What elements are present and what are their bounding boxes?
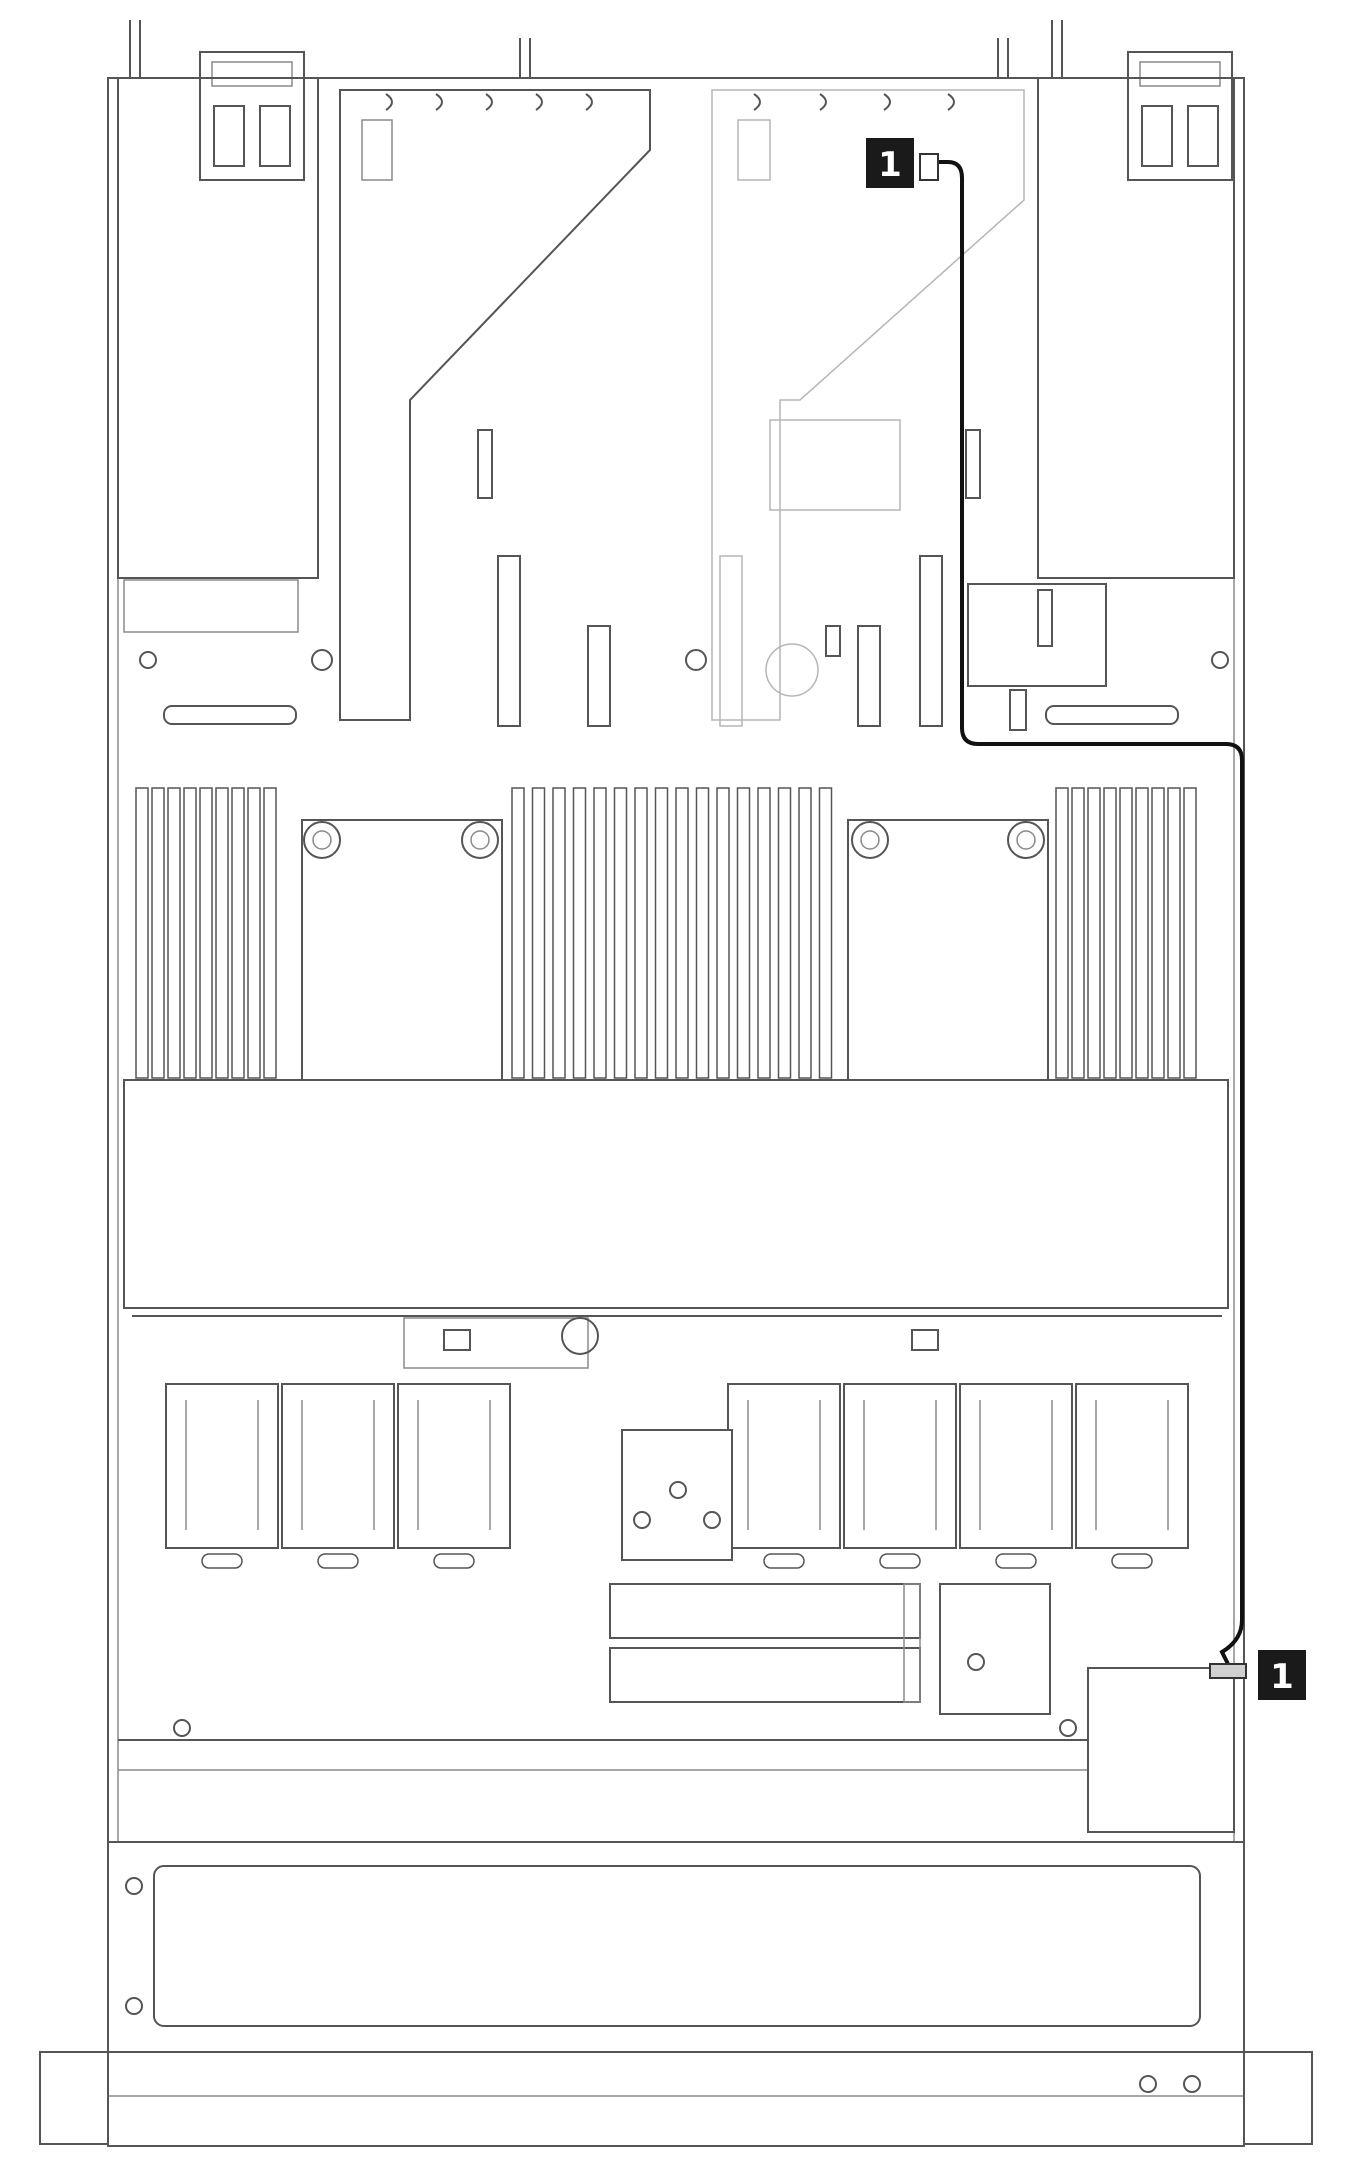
fan-center-bracket xyxy=(621,1429,733,1561)
m2-boards xyxy=(609,1583,1051,1715)
psu-bay-right xyxy=(1037,77,1235,579)
dimm-slot xyxy=(777,787,792,1079)
fan-module xyxy=(843,1383,957,1569)
fan-cage xyxy=(132,1315,1222,1369)
fan-module xyxy=(281,1383,395,1569)
dimm-slot xyxy=(135,787,149,1079)
dimm-slot xyxy=(695,787,710,1079)
connector-riser-end xyxy=(919,153,939,181)
fan-module xyxy=(397,1383,511,1569)
dimm-slot xyxy=(531,787,546,1079)
dimm-slot xyxy=(675,787,689,1079)
dimm-slot xyxy=(1103,787,1117,1079)
dimm-slot xyxy=(552,787,566,1079)
dimm-slot xyxy=(1055,787,1069,1079)
fan-modules xyxy=(165,1383,1189,1569)
drive-backplane xyxy=(118,1667,1235,1833)
dimm-slot xyxy=(215,787,229,1079)
psu-handle-left xyxy=(199,51,305,181)
fan-module xyxy=(1075,1383,1189,1569)
dimm-slot xyxy=(151,787,165,1079)
connector-backplane-end xyxy=(1209,1663,1247,1679)
dimm-slot xyxy=(613,787,628,1079)
fan-module xyxy=(165,1383,279,1569)
dimm-slot xyxy=(593,787,607,1079)
dimm-slot xyxy=(716,787,730,1079)
system-board-connectors xyxy=(139,625,1229,731)
front-drive-bay xyxy=(39,1841,1313,2147)
callout-1-bottom-label: 1 xyxy=(1270,1657,1294,1697)
dimm-slot xyxy=(1183,787,1197,1079)
dimm-slot xyxy=(247,787,261,1079)
riser-cage-middle xyxy=(711,89,1025,721)
dimm-slot xyxy=(572,787,587,1079)
dimm-slot xyxy=(757,787,771,1079)
dimm-slot xyxy=(818,787,833,1079)
callout-1-top: 1 xyxy=(866,138,914,188)
dimm-slot xyxy=(1167,787,1181,1079)
dimm-slot xyxy=(263,787,277,1079)
air-baffle xyxy=(123,1079,1229,1309)
dimm-slots-left xyxy=(135,787,277,1079)
dimm-slot xyxy=(1151,787,1165,1079)
processor-socket-left xyxy=(301,819,503,1083)
dimm-slots-right xyxy=(1055,787,1197,1079)
dimm-slots-middle xyxy=(511,787,833,1079)
callout-1-top-label: 1 xyxy=(878,145,902,185)
fan-module xyxy=(959,1383,1073,1569)
dimm-slot xyxy=(736,787,751,1079)
dimm-slot xyxy=(654,787,669,1079)
dimm-slot xyxy=(167,787,181,1079)
dimm-slot xyxy=(199,787,213,1079)
dimm-slot xyxy=(511,787,525,1079)
dimm-slot xyxy=(1119,787,1133,1079)
fan-module xyxy=(727,1383,841,1569)
dimm-slot xyxy=(1071,787,1085,1079)
dimm-slot xyxy=(634,787,648,1079)
dimm-slot xyxy=(231,787,245,1079)
dimm-slot xyxy=(183,787,197,1079)
dimm-slot xyxy=(1135,787,1149,1079)
cable-route xyxy=(938,160,1244,1665)
psu-bay-left xyxy=(117,77,319,633)
pcie-slots xyxy=(477,429,943,727)
dimm-slot xyxy=(798,787,812,1079)
processor-socket-right xyxy=(847,819,1049,1083)
dimm-slot xyxy=(1087,787,1101,1079)
riser-board-right xyxy=(965,429,1107,687)
riser-cage-left xyxy=(339,89,651,721)
callout-1-bottom: 1 xyxy=(1258,1650,1306,1700)
psu-handle-right xyxy=(1127,51,1233,181)
